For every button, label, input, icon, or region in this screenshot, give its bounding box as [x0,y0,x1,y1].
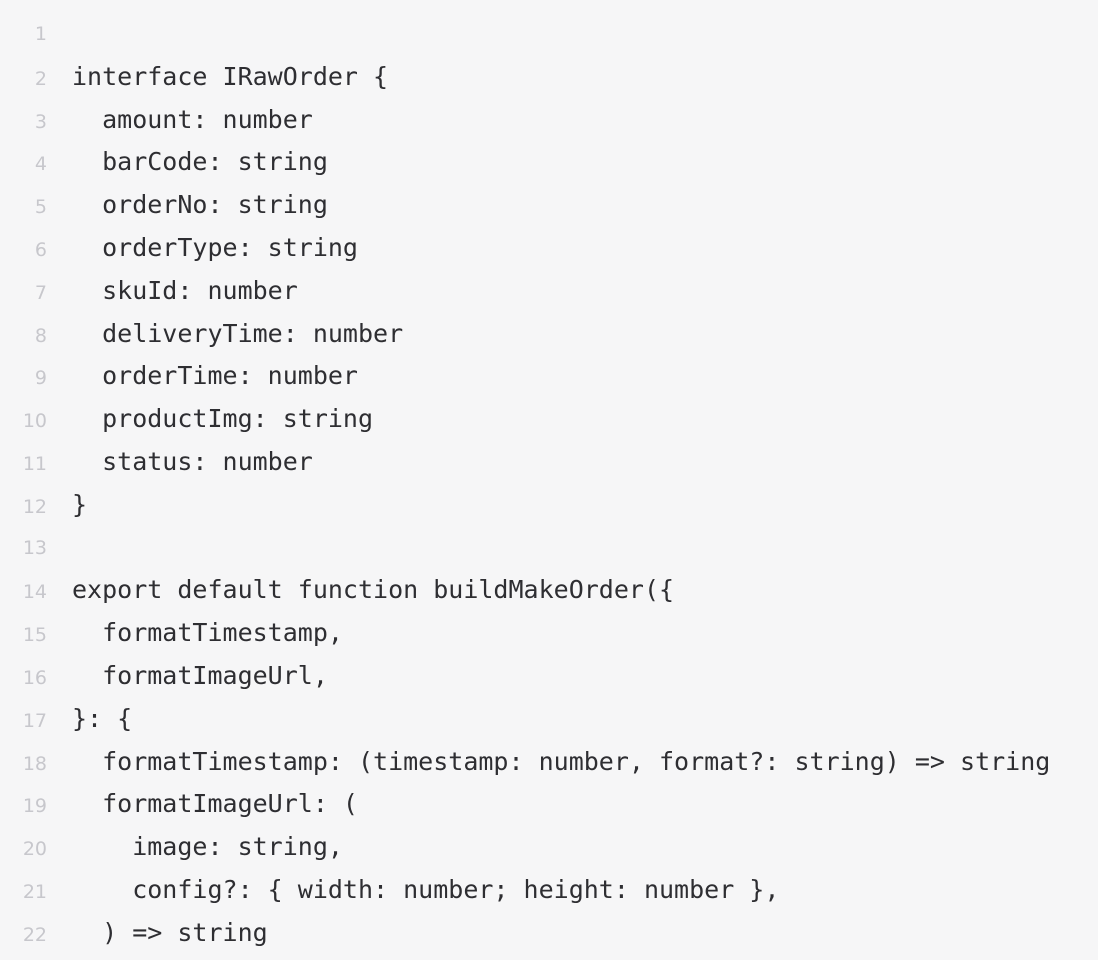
line-number: 18 [22,752,47,775]
code-text[interactable]: skuId: number [72,275,298,305]
code-line: 14 export default function buildMakeOrde… [0,569,1098,612]
code-line: 18 formatTimestamp: (timestamp: number, … [0,741,1098,784]
code-line: 15 formatTimestamp, [0,612,1098,655]
code-line: 5 orderNo: string [0,184,1098,227]
line-number: 17 [22,709,47,732]
code-line: 16 formatImageUrl, [0,655,1098,698]
code-text[interactable]: productImg: string [72,404,374,434]
line-number: 14 [22,581,47,604]
code-text[interactable]: formatImageUrl, [72,660,328,690]
line-number: 7 [34,281,47,304]
code-line: 12 } [0,484,1098,527]
line-number: 15 [22,624,47,647]
code-line: 10 productImg: string [0,398,1098,441]
line-number: 3 [34,110,47,133]
code-line: 22 ) => string [0,912,1098,955]
code-text[interactable]: export default function buildMakeOrder({ [72,575,675,605]
code-line: 1 [0,13,1098,56]
code-line: 21 config?: { width: number; height: num… [0,869,1098,912]
line-number: 10 [22,410,47,433]
code-line: 11 status: number [0,441,1098,484]
line-number: 22 [22,923,47,946]
line-number: 19 [22,795,47,818]
code-line: 8 deliveryTime: number [0,313,1098,356]
code-text[interactable]: formatTimestamp, [72,618,343,648]
code-text[interactable]: config?: { width: number; height: number… [72,874,780,904]
line-number: 12 [22,495,47,518]
code-text[interactable]: formatTimestamp: (timestamp: number, for… [72,746,1051,776]
code-text[interactable]: } [72,489,88,519]
code-text[interactable]: }: { [72,703,133,733]
code-line: 9 orderTime: number [0,355,1098,398]
code-text[interactable]: status: number [72,446,313,476]
line-number: 11 [22,452,47,475]
code-text[interactable]: deliveryTime: number [72,318,404,348]
code-text[interactable]: interface IRawOrder { [72,61,389,91]
line-number: 16 [22,666,47,689]
line-number: 5 [34,196,47,219]
code-text[interactable]: orderNo: string [72,190,328,220]
code-text[interactable]: image: string, [72,832,343,862]
code-line: 20 image: string, [0,826,1098,869]
line-number: 4 [34,153,47,176]
code-text[interactable]: formatImageUrl: ( [72,789,358,819]
line-number: 2 [34,67,47,90]
line-number: 20 [22,838,47,861]
line-number: 13 [22,536,47,559]
code-line: 17 }: { [0,698,1098,741]
code-text[interactable]: orderType: string [72,232,358,262]
code-text[interactable]: barCode: string [72,147,328,177]
code-line: 7 skuId: number [0,270,1098,313]
code-line: 19 formatImageUrl: ( [0,783,1098,826]
code-line: 3 amount: number [0,99,1098,142]
code-line: 13 [0,527,1098,570]
code-line: 6 orderType: string [0,227,1098,270]
code-line: 4 barCode: string [0,141,1098,184]
line-number: 21 [22,880,47,903]
line-number: 9 [34,367,47,390]
code-text[interactable]: ) => string [72,917,268,947]
code-text[interactable]: orderTime: number [72,361,358,391]
line-number: 1 [34,23,47,45]
line-number: 6 [34,238,47,261]
code-line: 2 interface IRawOrder { [0,56,1098,99]
code-text[interactable]: amount: number [72,104,313,134]
line-number: 8 [34,324,47,347]
